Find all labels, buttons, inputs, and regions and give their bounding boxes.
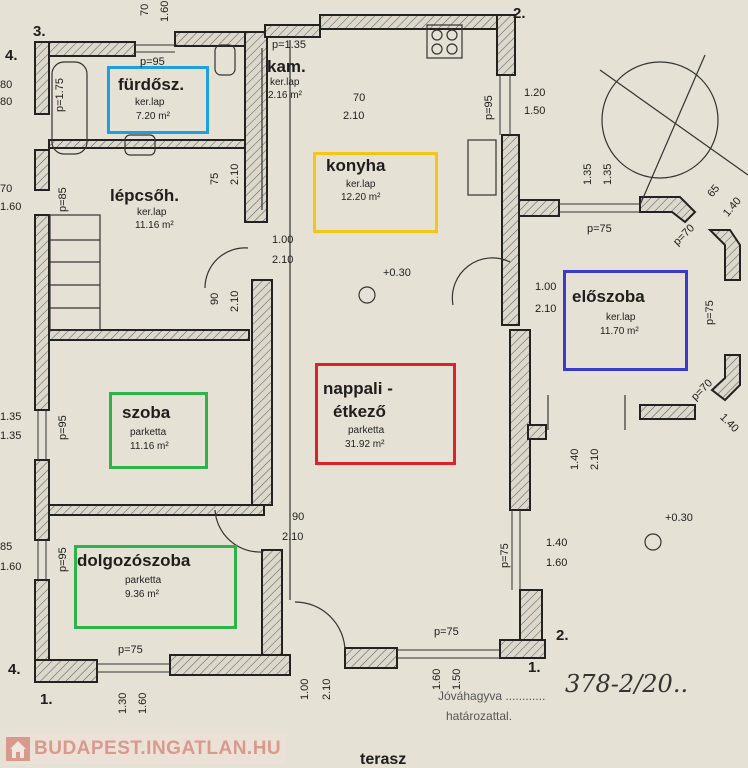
dimension-label: p=1.75	[54, 78, 66, 112]
room-area-eloszoba: 11.70 m²	[600, 326, 639, 337]
dimension-label: 1.35	[0, 411, 22, 423]
axis-marker: 2.	[556, 627, 569, 644]
dimension-label: 2.10	[229, 290, 241, 312]
room-name-nappali-2: étkező	[333, 402, 386, 421]
dimension-label: p=95	[140, 56, 165, 68]
dimension-label: 85	[0, 541, 13, 553]
room-floor-kamra: ker.lap	[270, 77, 300, 88]
dimension-label: 1.00	[535, 281, 557, 293]
dimension-label: 1.40	[569, 448, 581, 470]
dimension-label: p=95	[57, 547, 69, 572]
highlight-nappali	[315, 363, 456, 465]
windows	[37, 44, 640, 673]
room-area-nappali: 31.92 m²	[345, 439, 385, 450]
dimension-label: 1.60	[137, 692, 149, 714]
level-marker: +0.30	[665, 512, 693, 524]
dimension-label: 70	[139, 3, 151, 16]
dimension-label: p=75	[499, 543, 511, 568]
dimension-label: 1.50	[524, 105, 546, 117]
resolution-text: határozattal.	[446, 709, 513, 723]
room-floor-furdo: ker.lap	[135, 97, 165, 108]
level-marker: +0.30	[383, 267, 411, 279]
dimension-label: p=95	[483, 95, 495, 120]
dimension-label: 90	[209, 292, 221, 305]
dimension-label: 1.50	[451, 668, 463, 690]
dimension-label: p=95	[57, 415, 69, 440]
dimension-label: p=75	[434, 626, 459, 638]
dimension-label: 80	[0, 96, 13, 108]
dimension-label: 1.00	[299, 678, 311, 700]
dimension-label: 2.10	[272, 254, 294, 266]
dimension-label: 1.60	[546, 557, 568, 569]
dimension-label: 70	[353, 92, 366, 104]
dimension-label: 1.60	[159, 0, 171, 22]
dimension-label: 2.10	[535, 303, 557, 315]
room-name-szoba: szoba	[122, 403, 171, 422]
watermark-text: BUDAPEST.INGATLAN.HU	[34, 738, 282, 759]
room-area-konyha: 12.20 m²	[341, 192, 381, 203]
highlight-eloszoba	[563, 270, 688, 371]
highlight-dolgozo	[74, 545, 237, 629]
axis-marker: 4.	[5, 47, 18, 64]
dimension-label: p=85	[57, 187, 69, 212]
room-area-dolgozo: 9.36 m²	[125, 589, 159, 600]
dimension-label: 1.30	[117, 692, 129, 714]
axis-marker: 3.	[33, 23, 46, 40]
room-name-nappali-1: nappali -	[323, 379, 393, 398]
dimension-label: p=75	[118, 644, 143, 656]
dimension-label: 1.20	[524, 87, 546, 99]
dimension-label: 2.10	[282, 531, 304, 543]
axis-marker: 1.	[528, 659, 541, 676]
room-name-dolgozo: dolgozószoba	[77, 551, 191, 570]
room-area-furdo: 7.20 m²	[136, 111, 170, 122]
dimension-label: 1.00	[272, 234, 294, 246]
dimension-label: 2.10	[321, 678, 333, 700]
room-area-kamra: 2.16 m²	[268, 90, 302, 101]
house-icon	[6, 737, 30, 761]
highlight-furdo	[107, 66, 209, 134]
dimension-label: 1.60	[0, 201, 22, 213]
handwritten-number: 378-2/20..	[565, 670, 689, 698]
dimension-label: 1.60	[0, 561, 22, 573]
dimension-label: 1.35	[0, 430, 22, 442]
dimension-label: p=75	[704, 300, 716, 325]
dimension-label: 1.35	[602, 163, 614, 185]
room-floor-dolgozo: parketta	[125, 575, 162, 586]
room-name-eloszoba: előszoba	[572, 287, 645, 306]
fixtures	[49, 24, 748, 651]
axis-marker: 4.	[8, 661, 21, 678]
dimension-label: 2.10	[343, 110, 365, 122]
room-area-szoba: 11.16 m²	[130, 441, 169, 452]
room-area-lepcso: 11.16 m²	[135, 220, 174, 231]
room-name-kamra: kam.	[267, 57, 306, 76]
room-floor-lepcso: ker.lap	[137, 207, 167, 218]
axis-marker: 2.	[513, 5, 526, 22]
dimension-label: 70	[0, 183, 13, 195]
dimension-label: 75	[209, 172, 221, 185]
room-floor-konyha: ker.lap	[346, 179, 376, 190]
dimension-label: 1.40	[546, 537, 568, 549]
highlight-konyha	[313, 152, 438, 233]
watermark: BUDAPEST.INGATLAN.HU	[6, 734, 286, 764]
walls	[34, 14, 741, 683]
terrace-label: terasz	[360, 751, 407, 768]
dimension-label: 1.60	[431, 668, 443, 690]
dimension-label: 2.10	[229, 163, 241, 185]
dimension-label: p=75	[587, 223, 612, 235]
dimension-label: 80	[0, 79, 13, 91]
dimension-label: 2.10	[589, 448, 601, 470]
approval-text: Jóváhagyva ............	[438, 689, 546, 703]
room-name-konyha: konyha	[326, 156, 386, 175]
room-name-lepcso: lépcsőh.	[110, 186, 179, 205]
axis-marker: 1.	[40, 691, 53, 708]
room-floor-eloszoba: ker.lap	[606, 312, 636, 323]
dimension-label: 90	[292, 511, 305, 523]
dimension-label: 1.35	[582, 163, 594, 185]
room-floor-nappali: parketta	[348, 425, 385, 436]
room-door-kamra: p=1.35	[272, 39, 306, 51]
room-floor-szoba: parketta	[130, 427, 167, 438]
room-name-furdo: fürdősz.	[118, 75, 185, 94]
highlight-szoba	[109, 392, 208, 469]
